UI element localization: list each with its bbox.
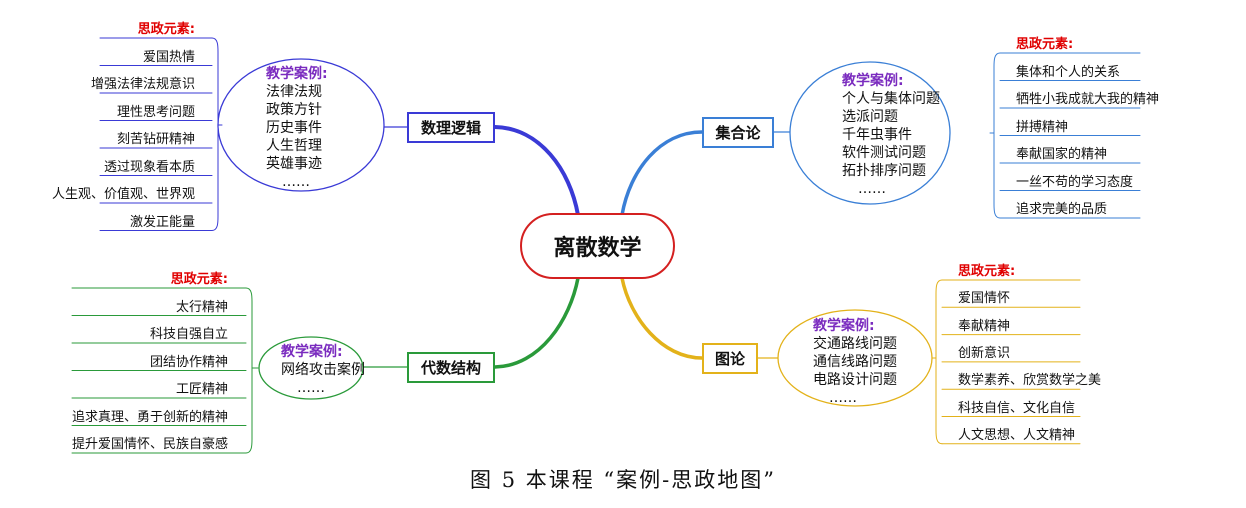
element-item: 奉献国家的精神	[1016, 147, 1108, 162]
case-item: ……	[829, 390, 857, 406]
element-item: 集体和个人的关系	[1016, 64, 1121, 80]
connector-sets	[620, 130, 704, 217]
case-item: 历史事件	[266, 120, 322, 136]
connector-algebra	[493, 276, 580, 369]
elements-heading: 思政元素:	[958, 264, 1016, 279]
branch-sets: 集合论	[702, 117, 774, 148]
elements-heading: 思政元素:	[1016, 37, 1074, 52]
element-item: 团结协作精神	[149, 354, 228, 370]
element-item: 人生观、价值观、世界观	[51, 187, 195, 202]
elements-heading: 思政元素:	[137, 22, 195, 37]
case-item: 交通路线问题	[813, 336, 897, 352]
central-topic: 离散数学	[520, 213, 675, 279]
branch-logic: 数理逻辑	[407, 112, 495, 143]
element-spine	[935, 279, 943, 445]
figure-caption: 图 5 本课程 “案例-思政地图”	[470, 468, 776, 492]
case-item: ……	[282, 174, 310, 190]
element-item: 数学素养、欣赏数学之美	[958, 373, 1102, 389]
connector-graph	[620, 276, 704, 360]
element-spine	[211, 37, 219, 231]
cases-sets: 教学案例: 个人与集体问题选派问题千年虫事件软件测试问题拓扑排序问题 ……	[842, 72, 940, 198]
element-item: 刻苦钻研精神	[116, 132, 195, 147]
case-item: 英雄事迹	[266, 156, 322, 172]
cases-graph: 教学案例: 交通路线问题通信线路问题电路设计问题 ……	[813, 317, 897, 407]
element-item: 透过现象看本质	[103, 159, 195, 175]
element-item: 拼搏精神	[1016, 119, 1069, 135]
case-item: 法律法规	[266, 84, 322, 100]
element-item: 奉献精神	[958, 318, 1011, 334]
element-item: 人文思想、人文精神	[958, 427, 1076, 443]
case-item: 千年虫事件	[842, 127, 912, 143]
element-item: 追求完美的品质	[1016, 202, 1108, 217]
case-item: 电路设计问题	[813, 372, 897, 388]
cases-heading: 教学案例:	[842, 73, 904, 89]
case-item: 网络攻击案例	[281, 362, 365, 378]
element-spine	[993, 52, 1001, 219]
branch-sets-label: 集合论	[715, 124, 761, 142]
element-item: 激发正能量	[129, 214, 195, 230]
branch-algebra: 代数结构	[407, 352, 495, 383]
element-item: 爱国情怀	[958, 291, 1011, 307]
element-item: 太行精神	[175, 299, 228, 315]
cases-heading: 教学案例:	[281, 344, 343, 360]
cases-logic: 教学案例: 法律法规政策方针历史事件人生哲理英雄事迹 ……	[266, 65, 328, 191]
cases-ellipse-algebra	[258, 336, 364, 400]
cases-heading: 教学案例:	[813, 318, 875, 334]
case-item: 个人与集体问题	[842, 91, 940, 107]
case-item: 政策方针	[266, 102, 322, 118]
element-spine	[245, 287, 253, 454]
element-item: 科技自信、文化自信	[958, 400, 1076, 416]
case-item: 拓扑排序问题	[842, 163, 926, 179]
connector-logic	[493, 125, 580, 217]
element-item: 工匠精神	[175, 382, 228, 397]
branch-graph: 图论	[702, 343, 758, 374]
branch-algebra-label: 代数结构	[420, 359, 481, 377]
element-item: 提升爱国情怀、民族自豪感	[71, 437, 228, 452]
element-item: 科技自强自立	[149, 327, 228, 342]
branch-logic-label: 数理逻辑	[420, 119, 481, 137]
element-item: 爱国热情	[142, 49, 195, 65]
element-item: 一丝不苟的学习态度	[1016, 174, 1134, 190]
element-item: 理性思考问题	[116, 104, 195, 120]
element-item: 创新意识	[958, 345, 1011, 361]
central-topic-label: 离散数学	[553, 236, 642, 261]
branch-graph-label: 图论	[714, 350, 745, 368]
case-item: ……	[297, 380, 325, 396]
case-item: 软件测试问题	[842, 145, 926, 161]
cases-algebra: 教学案例: 网络攻击案例 ……	[281, 343, 365, 397]
elements-heading: 思政元素:	[170, 272, 228, 287]
element-item: 牺牲小我成就大我的精神	[1016, 92, 1160, 107]
element-item: 增强法律法规意识	[90, 77, 195, 92]
case-item: 人生哲理	[266, 138, 322, 154]
case-item: 通信线路问题	[813, 354, 897, 370]
cases-heading: 教学案例:	[266, 66, 328, 82]
cases-ellipse-sets	[789, 61, 951, 205]
element-item: 追求真理、勇于创新的精神	[71, 409, 228, 425]
case-item: 选派问题	[842, 109, 898, 125]
case-item: ……	[858, 181, 886, 197]
